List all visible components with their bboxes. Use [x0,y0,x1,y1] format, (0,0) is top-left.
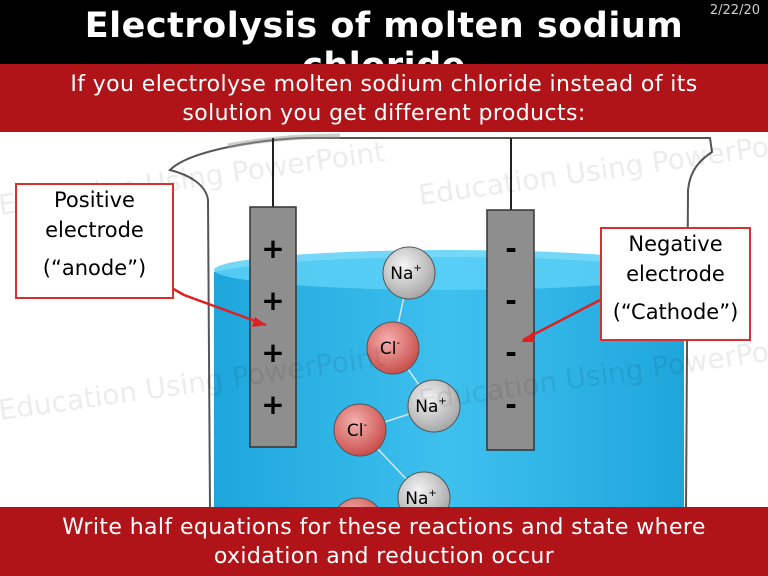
sodium-ion-1: Na+ [382,246,436,300]
ion-circle [366,321,420,375]
title-bar: Electrolysis of molten sodium chloride 2… [0,0,768,86]
positive-label-line-3: (“anode”) [42,256,147,280]
footer-line-2: oxidation and reduction occur [213,544,555,569]
negative-electrode-label: Negative electrode (“Cathode”) [600,227,751,341]
anode-sign-2: + [261,284,284,317]
footer-band: Write half equations for these reactions… [0,507,768,576]
footer-line-1: Write half equations for these reactions… [62,515,706,540]
cathode-pointer-arrow [521,298,601,342]
anode-sign-1: + [261,232,284,265]
ion-label: Cl- [347,420,368,441]
sodium-ion-3: Na+ [407,379,461,433]
anode-sign-4: + [261,388,284,421]
slide-number: 2/22/20 [709,3,760,18]
cathode-electrode [486,209,535,451]
cathode-sign-4: - [505,388,517,421]
beaker-shine [227,133,341,149]
chloride-ion-4: Cl- [333,403,387,457]
molten-sodium-chloride [214,257,684,510]
ion-circle [382,246,436,300]
ion-circle [333,403,387,457]
cathode-signs: - - - - [505,232,517,421]
anode-signs: + + + + [261,232,284,421]
intro-line-1: If you electrolyse molten sodium chlorid… [70,72,698,97]
chloride-ion-2: Cl- [366,321,420,375]
negative-label-line-3: (“Cathode”) [612,300,739,324]
cathode-sign-2: - [505,284,517,317]
ion-circle [407,379,461,433]
anode-pointer-arrow [169,285,267,327]
anode-electrode [249,206,297,448]
intro-band: If you electrolyse molten sodium chlorid… [0,64,768,132]
footer-text: Write half equations for these reactions… [10,513,758,571]
intro-line-2: solution you get different products: [182,101,586,126]
ion-label: Cl- [380,338,401,359]
positive-label-line-1: Positive [54,188,135,212]
intro-text: If you electrolyse molten sodium chlorid… [20,70,748,128]
anode-sign-3: + [261,336,284,369]
negative-label-line-1: Negative [628,232,723,256]
positive-electrode-label: Positive electrode (“anode”) [15,183,174,299]
cathode-sign-1: - [505,232,517,265]
positive-label-line-2: electrode [45,218,144,242]
liquid-surface [214,250,684,290]
negative-label-line-2: electrode [626,262,725,286]
cathode-sign-3: - [505,336,517,369]
